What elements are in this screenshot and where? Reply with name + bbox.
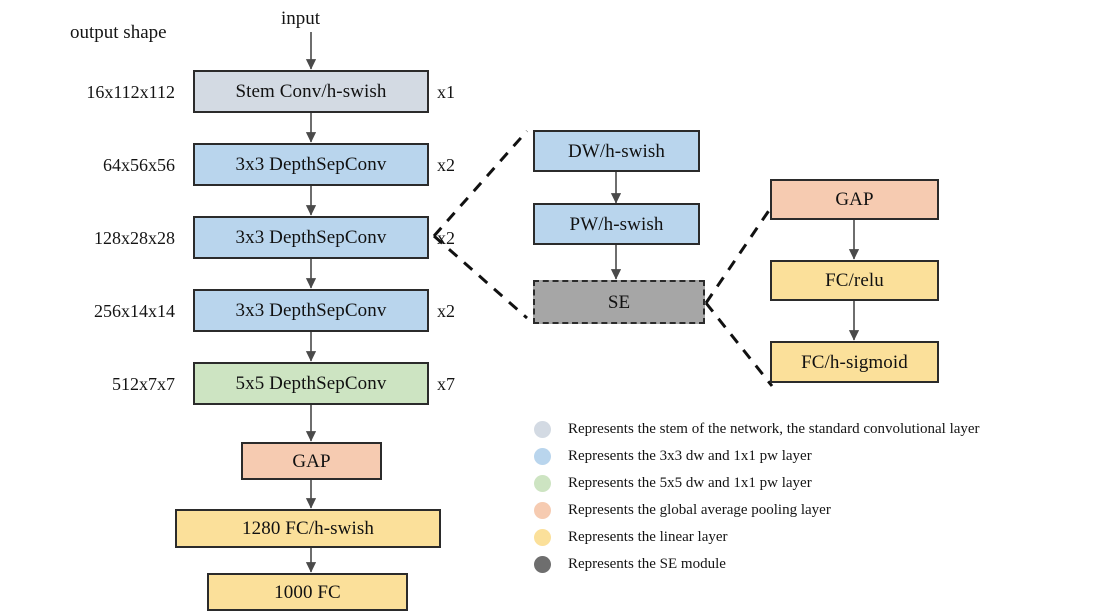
node-se-fc-relu[interactable]: FC/relu xyxy=(770,260,939,301)
legend-swatch-blue xyxy=(534,448,551,465)
mult-label-1: x2 xyxy=(437,155,455,175)
node-fc-1000[interactable]: 1000 FC xyxy=(207,573,408,611)
legend: Represents the stem of the network, the … xyxy=(534,416,1109,578)
node-depthsepconv-5x5[interactable]: 5x5 DepthSepConv xyxy=(193,362,429,405)
mult-label-4: x7 xyxy=(437,374,455,394)
legend-swatch-se xyxy=(534,556,551,573)
legend-swatch-salmon xyxy=(534,502,551,519)
input-label: input xyxy=(281,8,321,29)
node-gap[interactable]: GAP xyxy=(241,442,382,480)
legend-label-salmon: Represents the global average pooling la… xyxy=(568,502,831,518)
legend-label-stem: Represents the stem of the network, the … xyxy=(568,421,980,437)
legend-label-green: Represents the 5x5 dw and 1x1 pw layer xyxy=(568,475,812,491)
node-stem-conv[interactable]: Stem Conv/h-swish xyxy=(193,70,429,113)
shape-label-4: 512x7x7 xyxy=(112,374,175,394)
legend-swatch-stem xyxy=(534,421,551,438)
legend-item-salmon: Represents the global average pooling la… xyxy=(534,497,1109,524)
node-pw-h-swish[interactable]: PW/h-swish xyxy=(533,203,700,245)
legend-swatch-yellow xyxy=(534,529,551,546)
mult-label-3: x2 xyxy=(437,301,455,321)
node-depthsepconv-2[interactable]: 3x3 DepthSepConv xyxy=(193,216,429,259)
node-depthsepconv-3[interactable]: 3x3 DepthSepConv xyxy=(193,289,429,332)
legend-item-blue: Represents the 3x3 dw and 1x1 pw layer xyxy=(534,443,1109,470)
node-se-gap[interactable]: GAP xyxy=(770,179,939,220)
legend-item-green: Represents the 5x5 dw and 1x1 pw layer xyxy=(534,470,1109,497)
legend-label-se: Represents the SE module xyxy=(568,556,726,572)
legend-label-yellow: Represents the linear layer xyxy=(568,529,728,545)
legend-swatch-green xyxy=(534,475,551,492)
mult-label-0: x1 xyxy=(437,82,455,102)
expansion-fan-right xyxy=(704,205,774,387)
legend-label-blue: Represents the 3x3 dw and 1x1 pw layer xyxy=(568,448,812,464)
node-se[interactable]: SE xyxy=(533,280,705,324)
mult-label-2: x2 xyxy=(437,228,455,248)
shape-label-2: 128x28x28 xyxy=(94,228,175,248)
legend-item-yellow: Represents the linear layer xyxy=(534,524,1109,551)
legend-item-se: Represents the SE module xyxy=(534,551,1109,578)
shape-label-0: 16x112x112 xyxy=(86,82,175,102)
shape-label-1: 64x56x56 xyxy=(103,155,175,175)
node-dw-h-swish[interactable]: DW/h-swish xyxy=(533,130,700,172)
legend-item-stem: Represents the stem of the network, the … xyxy=(534,416,1109,443)
node-fc-1280[interactable]: 1280 FC/h-swish xyxy=(175,509,441,548)
node-depthsepconv-1[interactable]: 3x3 DepthSepConv xyxy=(193,143,429,186)
node-se-fc-h-sigmoid[interactable]: FC/h-sigmoid xyxy=(770,341,939,383)
output-shape-header: output shape xyxy=(70,22,167,43)
shape-label-3: 256x14x14 xyxy=(94,301,175,321)
